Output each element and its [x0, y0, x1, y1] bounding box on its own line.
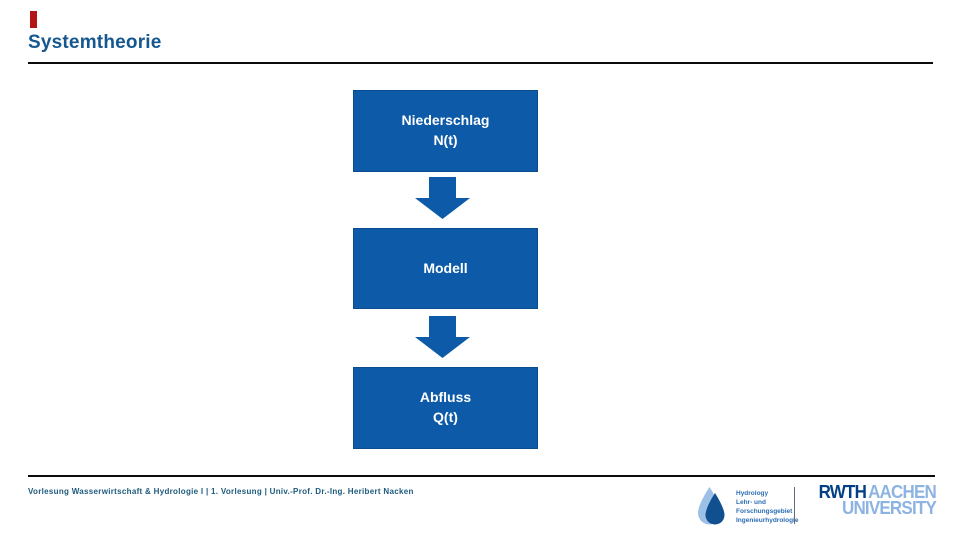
flow-box-label-line2: N(t)	[433, 132, 458, 148]
hydrology-logo-line: Ingenieurhydrologie	[736, 517, 799, 524]
hydrology-logo-line: Lehr- und	[736, 499, 766, 506]
down-arrow-icon	[415, 316, 470, 358]
flow-box-niederschlag: Niederschlag N(t)	[353, 90, 538, 172]
footer-divider	[28, 475, 935, 477]
rwth-university-word: UNIVERSITY	[841, 497, 937, 519]
page-title: Systemtheorie	[28, 32, 162, 53]
hydrology-logo-line: Forschungsgebiet	[736, 508, 793, 515]
title-divider	[28, 62, 933, 64]
flow-box-label-line1: Modell	[423, 259, 468, 276]
rwth-wordmark: RWTH	[818, 481, 867, 503]
flow-box-label-line1: Niederschlag	[401, 112, 490, 129]
footer-attribution: Vorlesung Wasserwirtschaft & Hydrologie …	[28, 487, 414, 496]
logo-divider	[794, 487, 795, 524]
flow-box-label-line2: Q(t)	[433, 409, 458, 425]
water-drop-icon	[698, 487, 725, 525]
hydrology-logo-text: Hydrology Lehr- und Forschungsgebiet Ing…	[736, 489, 798, 526]
hydrology-logo: Hydrology Lehr- und Forschungsgebiet Ing…	[697, 486, 798, 526]
flow-box-modell: Modell	[353, 228, 538, 309]
flow-box-label-line1: Abfluss	[419, 389, 472, 406]
flow-box-abfluss: Abfluss Q(t)	[353, 367, 538, 449]
down-arrow-icon	[415, 177, 470, 219]
hydrology-logo-line: Hydrology	[736, 490, 769, 497]
red-marker	[30, 11, 37, 28]
rwth-aachen-word: AACHEN	[868, 481, 937, 503]
